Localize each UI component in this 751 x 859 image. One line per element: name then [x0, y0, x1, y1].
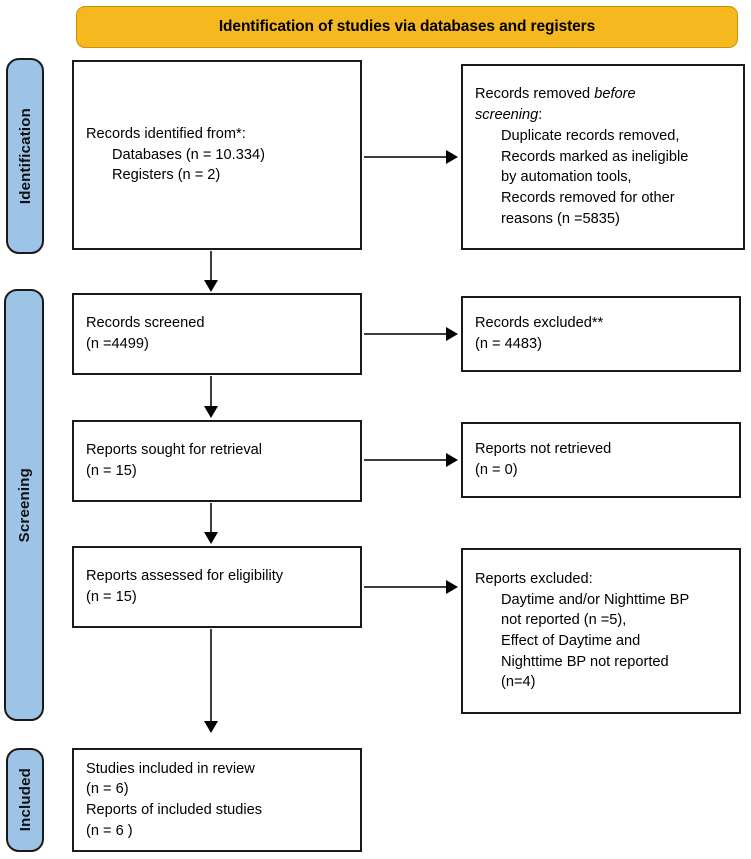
- reports-sought-line-2: (n = 15): [86, 463, 137, 479]
- connector-assessed-to-included-line: [210, 629, 213, 722]
- stage-label-included: Included: [16, 768, 34, 832]
- records-identified-line-1: Records identified from*:: [86, 125, 246, 142]
- records-removed-line-1b: before: [594, 86, 636, 103]
- studies-included-line-3: Reports of included studies: [86, 802, 263, 818]
- box-records-removed-before-screening: Records removed before screening: Duplic…: [461, 64, 745, 250]
- connector-sought-to-not-retrieved-line: [364, 459, 448, 462]
- box-reports-excluded-body: Reports excluded: Daytime and/or Nightti…: [463, 569, 739, 693]
- box-records-removed-body: Records removed before screening: Duplic…: [463, 84, 743, 229]
- reports-assessed-line-1: Reports assessed for eligibility: [86, 568, 284, 585]
- reports-assessed-line-2: (n = 15): [86, 589, 137, 605]
- reports-excluded-line-4: Effect of Daytime and: [501, 633, 641, 649]
- connector-identified-to-removed-arrowhead: [446, 150, 458, 164]
- box-records-screened: Records screened (n =4499): [72, 293, 362, 375]
- box-studies-included-body: Studies included in review (n = 6) Repor…: [74, 759, 360, 842]
- box-reports-assessed-for-eligibility: Reports assessed for eligibility (n = 15…: [72, 546, 362, 628]
- records-screened-line-2: (n =4499): [86, 336, 149, 352]
- reports-excluded-line-6: (n=4): [501, 674, 536, 691]
- stage-band-included: Included: [6, 748, 44, 852]
- box-reports-assessed-body: Reports assessed for eligibility (n = 15…: [74, 566, 360, 607]
- connector-screened-to-excluded-line: [364, 333, 448, 336]
- connector-screened-to-sought-line: [210, 376, 213, 407]
- records-removed-line-1a: Records removed: [475, 86, 595, 103]
- connector-identified-to-screened-arrowhead: [204, 280, 218, 292]
- records-removed-line-5: by automation tools,: [501, 169, 632, 186]
- box-records-excluded-body: Records excluded** (n = 4483): [463, 313, 739, 354]
- studies-included-line-4: (n = 6 ): [86, 822, 133, 839]
- records-identified-line-3: Registers (n = 2): [112, 167, 221, 184]
- reports-not-retrieved-line-1: Reports not retrieved: [475, 441, 612, 458]
- connector-assessed-to-excluded-arrowhead: [446, 580, 458, 594]
- records-removed-line-2b: :: [538, 107, 543, 124]
- box-reports-sought-body: Reports sought for retrieval (n = 15): [74, 440, 360, 481]
- connector-screened-to-sought-arrowhead: [204, 406, 218, 418]
- connector-identified-to-screened-line: [210, 251, 213, 282]
- records-excluded-line-2: (n = 4483): [475, 336, 542, 352]
- connector-screened-to-excluded-arrowhead: [446, 327, 458, 341]
- box-reports-sought-for-retrieval: Reports sought for retrieval (n = 15): [72, 420, 362, 502]
- diagram-title-text: Identification of studies via databases …: [218, 18, 596, 35]
- records-removed-line-4: Records marked as ineligible: [501, 148, 689, 165]
- reports-excluded-line-2: Daytime and/or Nighttime BP: [501, 591, 690, 608]
- records-removed-line-2a: screening: [475, 107, 539, 124]
- connector-assessed-to-included-arrowhead: [204, 721, 218, 733]
- stage-band-screening: Screening: [4, 289, 44, 721]
- studies-included-line-2: (n = 6): [86, 781, 129, 798]
- records-excluded-line-1: Records excluded**: [475, 315, 604, 332]
- box-records-screened-body: Records screened (n =4499): [74, 313, 360, 354]
- box-studies-included-in-review: Studies included in review (n = 6) Repor…: [72, 748, 362, 852]
- records-removed-line-6: Records removed for other: [501, 190, 675, 207]
- reports-excluded-line-5: Nighttime BP not reported: [501, 653, 669, 670]
- connector-identified-to-removed-line: [364, 156, 448, 159]
- stage-label-identification: Identification: [16, 107, 34, 205]
- connector-assessed-to-excluded-line: [364, 586, 448, 589]
- box-reports-excluded: Reports excluded: Daytime and/or Nightti…: [461, 548, 741, 714]
- records-removed-line-7: reasons (n =5835): [501, 210, 620, 227]
- records-removed-line-3: Duplicate records removed,: [501, 127, 680, 144]
- box-records-identified: Records identified from*: Databases (n =…: [72, 60, 362, 250]
- box-records-excluded: Records excluded** (n = 4483): [461, 296, 741, 372]
- records-identified-line-2: Databases (n = 10.334): [112, 146, 265, 163]
- reports-not-retrieved-line-2: (n = 0): [475, 462, 518, 478]
- records-screened-line-1: Records screened: [86, 315, 205, 332]
- reports-sought-line-1: Reports sought for retrieval: [86, 442, 263, 459]
- box-reports-not-retrieved-body: Reports not retrieved (n = 0): [463, 439, 739, 480]
- reports-excluded-line-1: Reports excluded:: [475, 570, 593, 587]
- connector-sought-to-assessed-arrowhead: [204, 532, 218, 544]
- connector-sought-to-assessed-line: [210, 503, 213, 534]
- stage-band-identification: Identification: [6, 58, 44, 254]
- box-records-identified-body: Records identified from*: Databases (n =…: [74, 124, 360, 186]
- box-reports-not-retrieved: Reports not retrieved (n = 0): [461, 422, 741, 498]
- studies-included-line-1: Studies included in review: [86, 760, 255, 777]
- diagram-title-banner: Identification of studies via databases …: [76, 6, 738, 48]
- reports-excluded-line-3: not reported (n =5),: [501, 612, 627, 629]
- stage-label-screening: Screening: [15, 467, 33, 543]
- connector-sought-to-not-retrieved-arrowhead: [446, 453, 458, 467]
